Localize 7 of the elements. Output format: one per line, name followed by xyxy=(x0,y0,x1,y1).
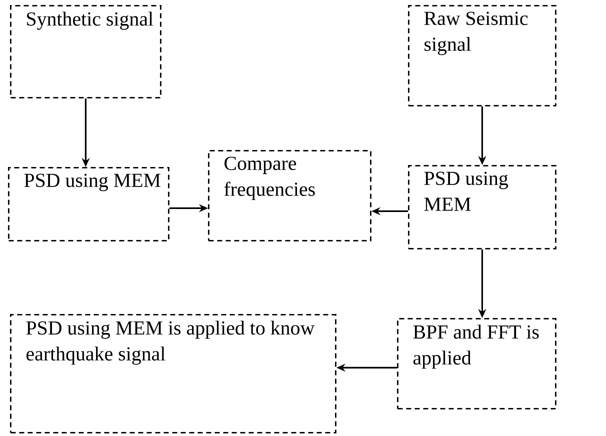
process-box: PSD using MEM xyxy=(8,167,170,242)
process-box: Raw Seismic signal xyxy=(408,5,556,106)
process-box: BPF and FFT is applied xyxy=(397,318,556,410)
process-box: PSD using MEM xyxy=(408,165,556,250)
process-box: Compare frequencies xyxy=(208,150,372,242)
process-box: Synthetic signal xyxy=(10,5,162,98)
process-box: PSD using MEM is applied to know earthquake signal xyxy=(10,314,336,434)
